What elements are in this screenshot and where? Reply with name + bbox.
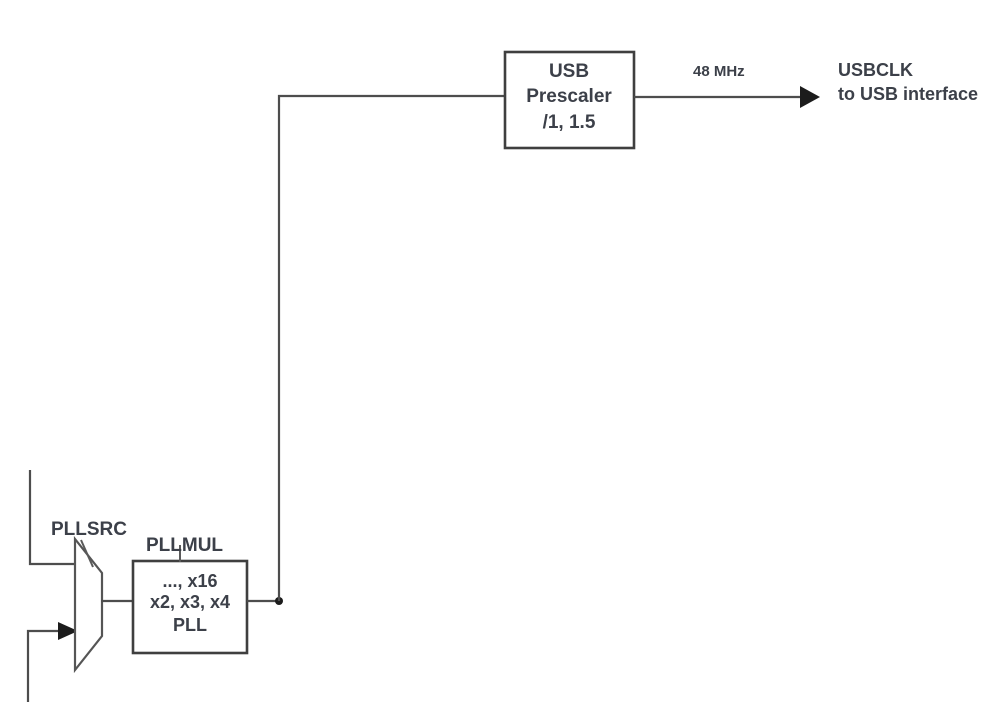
- usb-prescaler-line1: USB: [549, 61, 589, 82]
- label-usbclk-destination: to USB interface: [838, 84, 978, 104]
- pll-block-shape: [131, 559, 249, 655]
- label-usbclk: USBCLK: [838, 60, 913, 80]
- label-48mhz: 48 MHz: [693, 63, 745, 80]
- label-pllsrc: PLLSRC: [51, 519, 127, 540]
- pll-block-line1: ..., x16: [162, 571, 217, 591]
- pll-block-line2: x2, x3, x4: [150, 592, 230, 612]
- wire-pllsrc-input-lower: [26, 629, 62, 702]
- pll-block-line3: PLL: [173, 615, 207, 635]
- wire-riser-to-usb-prescaler: [277, 94, 505, 601]
- wire-pllsrc-input-upper: [28, 470, 76, 566]
- usb-prescaler-block-shape: [503, 50, 636, 150]
- pllsrc-mux-shape: [73, 535, 104, 674]
- arrowhead-usbclk-output: [800, 86, 820, 108]
- usb-prescaler-line2: Prescaler: [526, 86, 612, 107]
- label-pllmul: PLLMUL: [146, 535, 223, 556]
- arrowhead-pllsrc-input-lower: [58, 622, 78, 640]
- pllsrc-select-tick: [80, 539, 94, 568]
- usb-prescaler-line3: /1, 1.5: [543, 112, 596, 133]
